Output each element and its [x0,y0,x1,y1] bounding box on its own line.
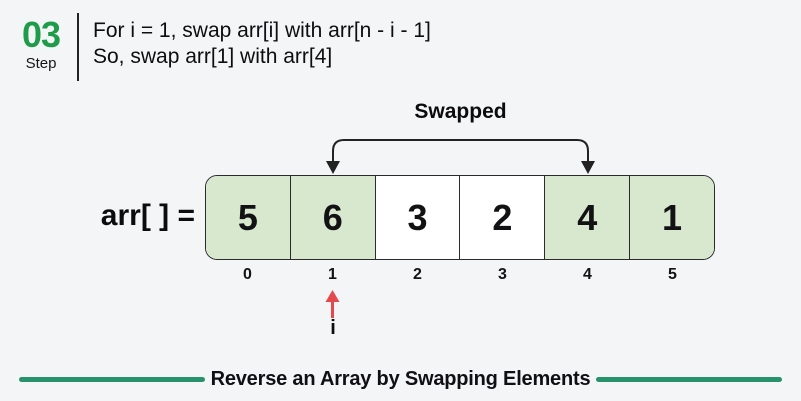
footer: Reverse an Array by Swapping Elements [0,368,801,391]
instruction-line-2: So, swap arr[1] with arr[4] [93,45,333,68]
index-label: 2 [413,266,422,283]
array-cell: 5 [206,176,290,259]
instruction-text: For i = 1, swap arr[i] with arr[n - i - … [93,18,431,70]
array-label: arr[ ] = [100,199,195,232]
index-row: 0 1 2 3 4 5 [205,266,715,284]
index-label: 3 [498,266,507,283]
step-number: 03 [21,14,61,55]
instruction-line-1: For i = 1, swap arr[i] with arr[n - i - … [93,19,431,42]
header-divider [77,13,79,81]
footer-rule-left [18,377,205,382]
footer-rule-right [596,377,783,382]
footer-title: Reverse an Array by Swapping Elements [210,368,591,390]
array-cell: 1 [629,176,714,259]
array-cell: 4 [544,176,630,259]
index-label: 4 [583,266,592,283]
swap-arrow-icon [326,139,595,174]
index-label: 5 [668,266,677,283]
array-cell: 3 [374,176,460,259]
array-cell: 2 [459,176,545,259]
step-label: Step [25,55,57,72]
swapped-label: Swapped [414,100,507,123]
pointer-arrow-icon [325,290,340,318]
index-label: 1 [328,266,337,283]
array-cell: 6 [289,176,375,259]
pointer-label: i [330,317,336,339]
index-label: 0 [243,266,252,283]
